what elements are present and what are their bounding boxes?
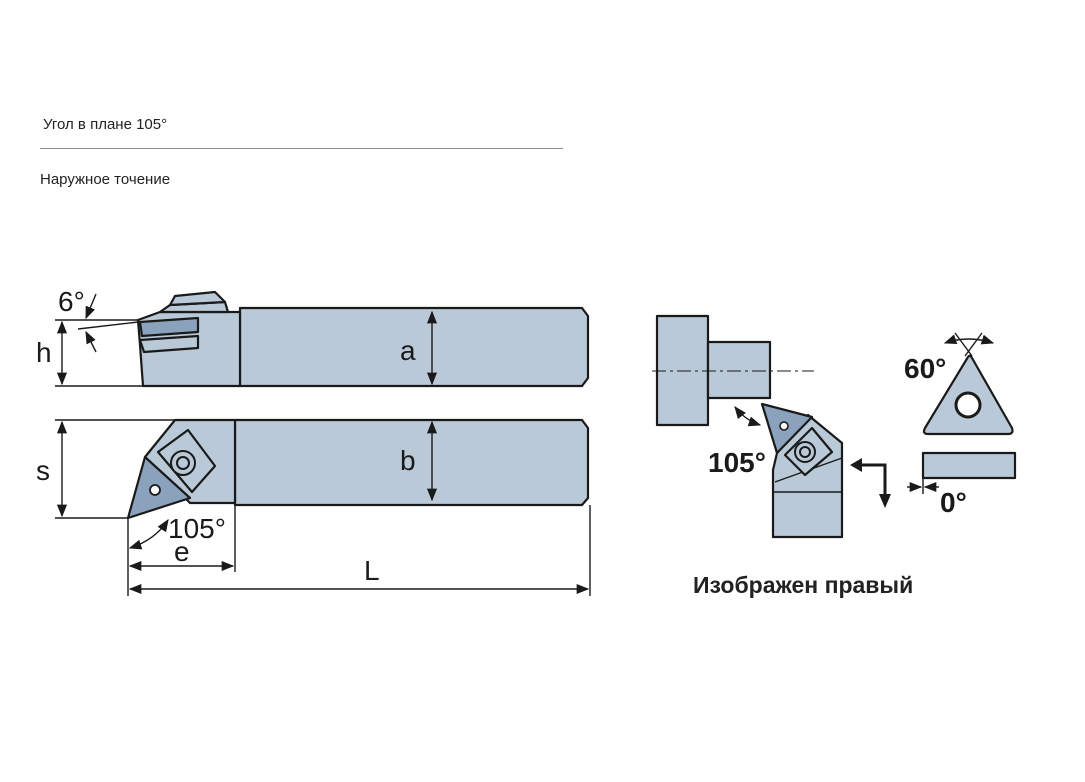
feed-direction-icon bbox=[856, 463, 887, 505]
clamp-screw bbox=[168, 290, 227, 307]
operation-title: Наружное точение bbox=[40, 171, 171, 188]
application-view: 105° bbox=[652, 314, 891, 539]
insert-side bbox=[138, 316, 200, 338]
divider bbox=[40, 148, 563, 149]
insert-hole bbox=[954, 391, 982, 419]
top-view: s b 105° e L bbox=[36, 418, 591, 596]
clamp-side bbox=[138, 334, 200, 354]
caption: Изображен правый bbox=[693, 572, 913, 598]
h-label: h bbox=[36, 337, 52, 368]
application-angle-label: 105° bbox=[708, 447, 766, 478]
e-label: e bbox=[174, 536, 190, 567]
angle-105-label: 105° bbox=[168, 513, 226, 544]
workpiece bbox=[706, 340, 772, 400]
a-label: a bbox=[400, 335, 416, 366]
angle-105-arc bbox=[128, 518, 169, 550]
angle-title: Угол в плане 105° bbox=[43, 116, 168, 133]
L-label: L bbox=[364, 555, 380, 586]
insert-side-profile bbox=[921, 451, 1017, 480]
tip-angle-label: 60° bbox=[904, 353, 946, 384]
b-label: b bbox=[400, 445, 416, 476]
side-view: 6° h a bbox=[36, 286, 590, 388]
clearance-angle-label: 0° bbox=[940, 487, 967, 518]
s-label: s bbox=[36, 455, 50, 486]
insert-view: 60° 0° bbox=[904, 332, 1017, 518]
angle-6-label: 6° bbox=[58, 286, 85, 317]
